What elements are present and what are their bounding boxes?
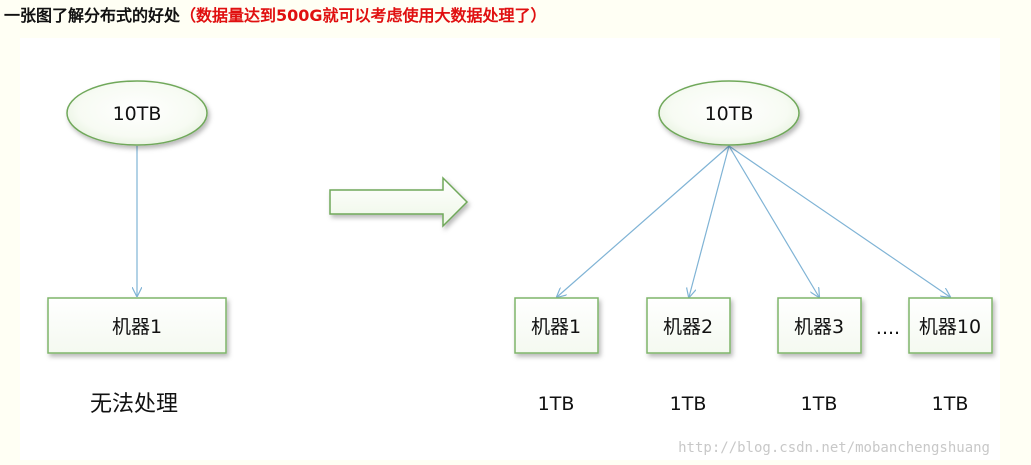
connector-machine2 — [689, 145, 730, 297]
machine-label: 机器3 — [794, 316, 844, 338]
machine-size: 1TB — [670, 393, 707, 415]
left-caption: 无法处理 — [90, 392, 178, 417]
machine-size: 1TB — [932, 393, 969, 415]
connector-machine3 — [728, 145, 819, 297]
machine-label: 机器1 — [531, 316, 581, 338]
watermark: http://blog.csdn.net/mobanchengshuang — [678, 440, 990, 456]
machine-label: 机器10 — [919, 316, 981, 338]
left-machine-label: 机器1 — [112, 316, 162, 338]
transition-arrow — [329, 176, 469, 228]
title-main: 一张图了解分布式的好处 — [4, 6, 181, 25]
ellipsis: .... — [876, 317, 900, 339]
machine-box-2: 机器2 — [646, 297, 731, 354]
title-note: （数据量达到500G就可以考虑使用大数据处理了） — [180, 6, 547, 25]
connector-machine10 — [728, 145, 950, 297]
left-source-label: 10TB — [113, 103, 162, 125]
left-machine-box: 机器1 — [47, 297, 227, 354]
machine-size: 1TB — [801, 393, 838, 415]
right-source-label: 10TB — [705, 103, 754, 125]
machine-box-10: 机器10 — [908, 297, 993, 354]
right-connectors — [557, 145, 950, 297]
left-panel: 10TB 机器1 无法处理 — [47, 80, 227, 417]
page-title: 一张图了解分布式的好处（数据量达到500G就可以考虑使用大数据处理了） — [4, 2, 547, 26]
machine-box-3: 机器3 — [777, 297, 862, 354]
machine-box-1: 机器1 — [514, 297, 599, 354]
machine-size: 1TB — [538, 393, 575, 415]
right-panel: 10TB 机器1 机器2 机器3 .... 机器10 1TB 1TB 1TB 1… — [514, 80, 993, 415]
left-source-node: 10TB — [66, 80, 208, 146]
machine-label: 机器2 — [663, 316, 713, 338]
connector-machine1 — [557, 145, 730, 297]
right-source-node: 10TB — [658, 80, 800, 146]
